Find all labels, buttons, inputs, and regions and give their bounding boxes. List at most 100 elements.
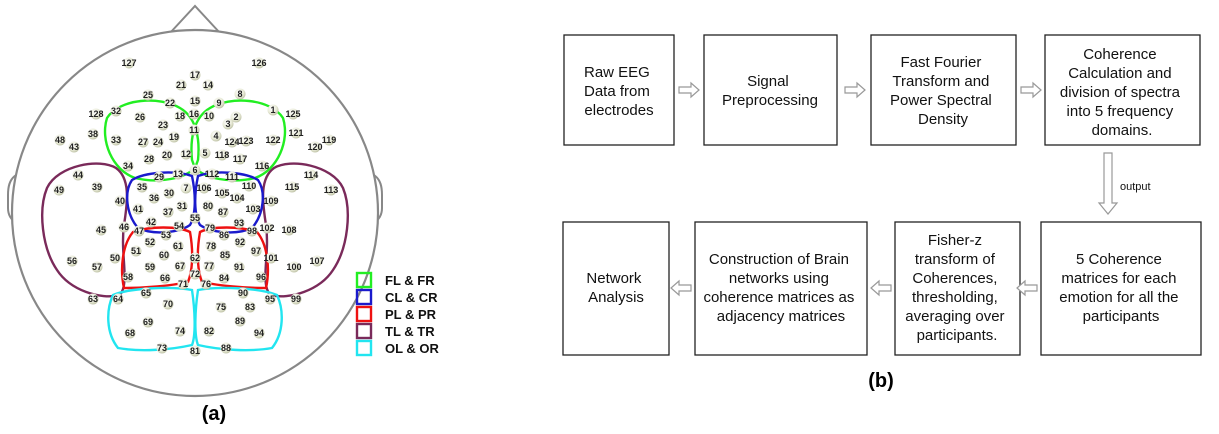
electrode: 109 <box>263 195 279 207</box>
electrode-dot <box>87 128 99 140</box>
electrode-label: 92 <box>235 237 245 247</box>
electrode-dot <box>233 261 245 273</box>
electrode-dot <box>237 287 249 299</box>
electrode-label: 78 <box>206 241 216 251</box>
electrode: 70 <box>162 298 174 310</box>
electrode-dot <box>230 111 242 123</box>
electrode: 107 <box>309 255 325 267</box>
electrode-dot <box>287 108 299 120</box>
legend-swatch <box>355 339 373 357</box>
electrode-dot <box>144 261 156 273</box>
electrode-dot <box>288 261 300 273</box>
electrode-label: 24 <box>153 137 163 147</box>
electrode-label: 107 <box>309 256 324 266</box>
electrode-label: 52 <box>145 237 155 247</box>
electrode-label: 55 <box>190 213 200 223</box>
region-tl <box>41 162 129 298</box>
electrode-dot <box>163 187 175 199</box>
electrode-label: 9 <box>216 98 221 108</box>
electrode-label: 64 <box>113 294 123 304</box>
electrode-dot <box>188 108 200 120</box>
electrode-label: 100 <box>286 262 301 272</box>
electrode-label: 84 <box>219 273 229 283</box>
electrode-label: 109 <box>263 196 278 206</box>
electrode: 79 <box>204 222 216 234</box>
electrode-dot <box>72 169 84 181</box>
electrode-dot <box>136 181 148 193</box>
electrode-label: 93 <box>234 218 244 228</box>
electrode: 108 <box>281 224 297 236</box>
electrode-dot <box>68 141 80 153</box>
electrode-label: 77 <box>204 261 214 271</box>
electrode: 59 <box>144 261 156 273</box>
electrode: 125 <box>285 108 301 120</box>
electrode-dot <box>157 119 169 131</box>
electrode-label: 76 <box>201 279 211 289</box>
electrode: 122 <box>265 134 281 146</box>
electrode-label: 127 <box>121 58 136 68</box>
electrode-dot <box>53 184 65 196</box>
electrode-dot <box>174 325 186 337</box>
electrode-dot <box>216 149 228 161</box>
electrode: 45 <box>95 224 107 236</box>
electrode-dot <box>204 222 216 234</box>
electrode-label: 38 <box>88 129 98 139</box>
box-fisher-z-text: Fisher-z transform of Coherences, thresh… <box>905 232 1008 344</box>
electrode-dot <box>95 224 107 236</box>
electrode-label: 46 <box>119 222 129 232</box>
electrode: 14 <box>202 79 214 91</box>
legend-swatch <box>355 322 373 340</box>
electrode-label: 83 <box>245 302 255 312</box>
electrode-label: 114 <box>304 170 319 180</box>
electrode: 52 <box>144 236 156 248</box>
electrode: 10 <box>203 110 215 122</box>
electrode-label: 99 <box>291 294 301 304</box>
electrode: 21 <box>175 79 187 91</box>
nose <box>169 4 221 34</box>
electrode: 51 <box>130 245 142 257</box>
electrode: 9 <box>213 97 225 109</box>
region-fl <box>103 99 200 182</box>
electrode-label: 87 <box>218 207 228 217</box>
box-fft-psd <box>870 34 1017 146</box>
electrode: 53 <box>160 229 172 241</box>
electrode: 60 <box>158 249 170 261</box>
electrode-dot <box>203 325 215 337</box>
electrode: 90 <box>237 287 249 299</box>
electrode: 76 <box>200 278 212 290</box>
electrode-label: 82 <box>204 326 214 336</box>
electrode-dot <box>189 345 201 357</box>
electrode-label: 12 <box>181 149 191 159</box>
electrode-label: 13 <box>173 169 183 179</box>
electrode-dot <box>189 212 201 224</box>
electrode-dot <box>189 252 201 264</box>
legend-label: PL & PR <box>385 307 437 322</box>
legend-swatch <box>355 305 373 323</box>
electrode-dot <box>202 200 214 212</box>
electrode-label: 31 <box>177 201 187 211</box>
electrode: 39 <box>91 181 103 193</box>
electrode: 54 <box>173 220 185 232</box>
electrode: 118 <box>215 149 229 161</box>
electrode-label: 2 <box>233 112 238 122</box>
electrode: 102 <box>259 222 275 234</box>
electrode-label: 120 <box>307 142 322 152</box>
electrode-label: 27 <box>138 137 148 147</box>
electrode-dot <box>152 136 164 148</box>
box-coherence-matrices-text: 5 Coherence matrices for each emotion fo… <box>1059 251 1182 325</box>
electrode: 80 <box>202 200 214 212</box>
electrode: 50 <box>109 252 121 264</box>
electrode-dot <box>290 293 302 305</box>
electrode-dot <box>323 134 335 146</box>
electrode-label: 119 <box>322 135 337 145</box>
electrode-dot <box>286 181 298 193</box>
electrode-dot <box>153 171 165 183</box>
legend-label: OL & OR <box>385 341 440 356</box>
electrode: 62 <box>189 252 201 264</box>
electrode-dot <box>130 245 142 257</box>
legend: FL & FR CL & CR PL & PR TL & TR OL & OR <box>355 271 440 357</box>
box-network-analysis-text: Network Analysis <box>586 270 645 306</box>
electrode: 65 <box>140 287 152 299</box>
arrow-left-1 <box>1016 279 1038 297</box>
